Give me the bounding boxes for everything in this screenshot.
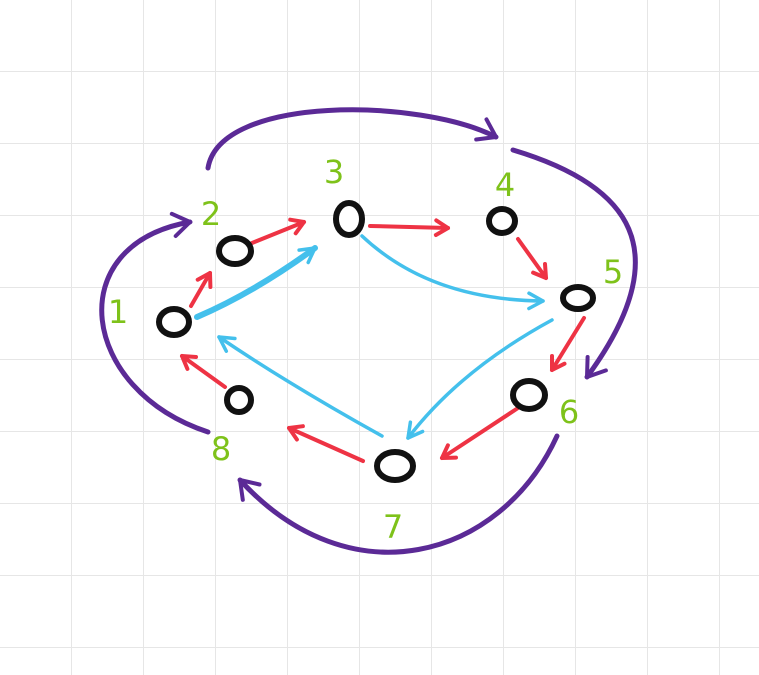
- red-arrowhead-2-3: [288, 217, 306, 236]
- red-arrowhead-5-6: [550, 354, 567, 372]
- red-edge-1-2: [189, 271, 212, 308]
- node-label-3: 3: [324, 153, 344, 191]
- purple-arrowhead-6-8: [238, 478, 262, 502]
- node-label-7: 7: [383, 508, 403, 546]
- purple-arrowhead-4-6: [585, 355, 608, 379]
- blue-arrowhead-1-3: [297, 246, 317, 265]
- node-4: [486, 206, 518, 236]
- purple-arrowhead-8-2: [169, 211, 192, 238]
- red-edge-2-3: [250, 220, 306, 245]
- node-label-6: 6: [559, 393, 579, 431]
- purple-edge-2-4: [205, 107, 499, 171]
- blue-edges: [194, 234, 554, 440]
- nodes: [156, 200, 596, 483]
- red-edge-8-1: [180, 354, 227, 389]
- blue-arrowhead-7-1: [217, 335, 237, 353]
- node-7: [374, 449, 416, 483]
- blue-edge-7-1: [217, 335, 384, 438]
- red-arrowhead-6-7: [440, 443, 458, 460]
- purple-edges: [99, 107, 638, 555]
- purple-edge-8-2: [99, 219, 211, 435]
- node-5: [560, 284, 596, 312]
- node-6: [510, 378, 548, 412]
- red-arrowhead-3-4: [433, 218, 450, 237]
- purple-edge-4-6: [510, 147, 638, 380]
- blue-arrowhead-5-7: [406, 420, 425, 440]
- node-1: [156, 306, 192, 338]
- red-arrowhead-7-8: [287, 424, 305, 442]
- node-label-1: 1: [108, 293, 128, 331]
- blue-edge-3-5: [360, 234, 545, 303]
- red-edge-4-5: [516, 237, 548, 280]
- node-label-2: 2: [201, 195, 221, 233]
- node-8: [224, 385, 254, 415]
- node-2: [216, 235, 254, 267]
- node-3: [333, 200, 365, 238]
- blue-arrowhead-3-5: [527, 291, 545, 311]
- red-arrowhead-4-5: [531, 262, 548, 280]
- node-labels: 1 2 3 4 5 6 7 8: [108, 153, 623, 546]
- red-arrowhead-1-2: [195, 271, 213, 289]
- blue-edge-5-7: [406, 318, 554, 440]
- red-edge-5-6: [550, 316, 586, 372]
- node-label-8: 8: [211, 430, 231, 468]
- node-label-5: 5: [603, 253, 623, 291]
- blue-edge-1-3: [194, 245, 318, 320]
- purple-arrowhead-2-4: [474, 117, 498, 142]
- red-edges: [180, 217, 586, 463]
- red-edge-3-4: [368, 224, 450, 230]
- red-edge-7-8: [287, 426, 365, 463]
- red-edge-6-7: [440, 406, 520, 460]
- red-arrowhead-8-1: [180, 354, 198, 371]
- purple-edge-6-8: [237, 433, 560, 555]
- node-label-4: 4: [495, 166, 515, 204]
